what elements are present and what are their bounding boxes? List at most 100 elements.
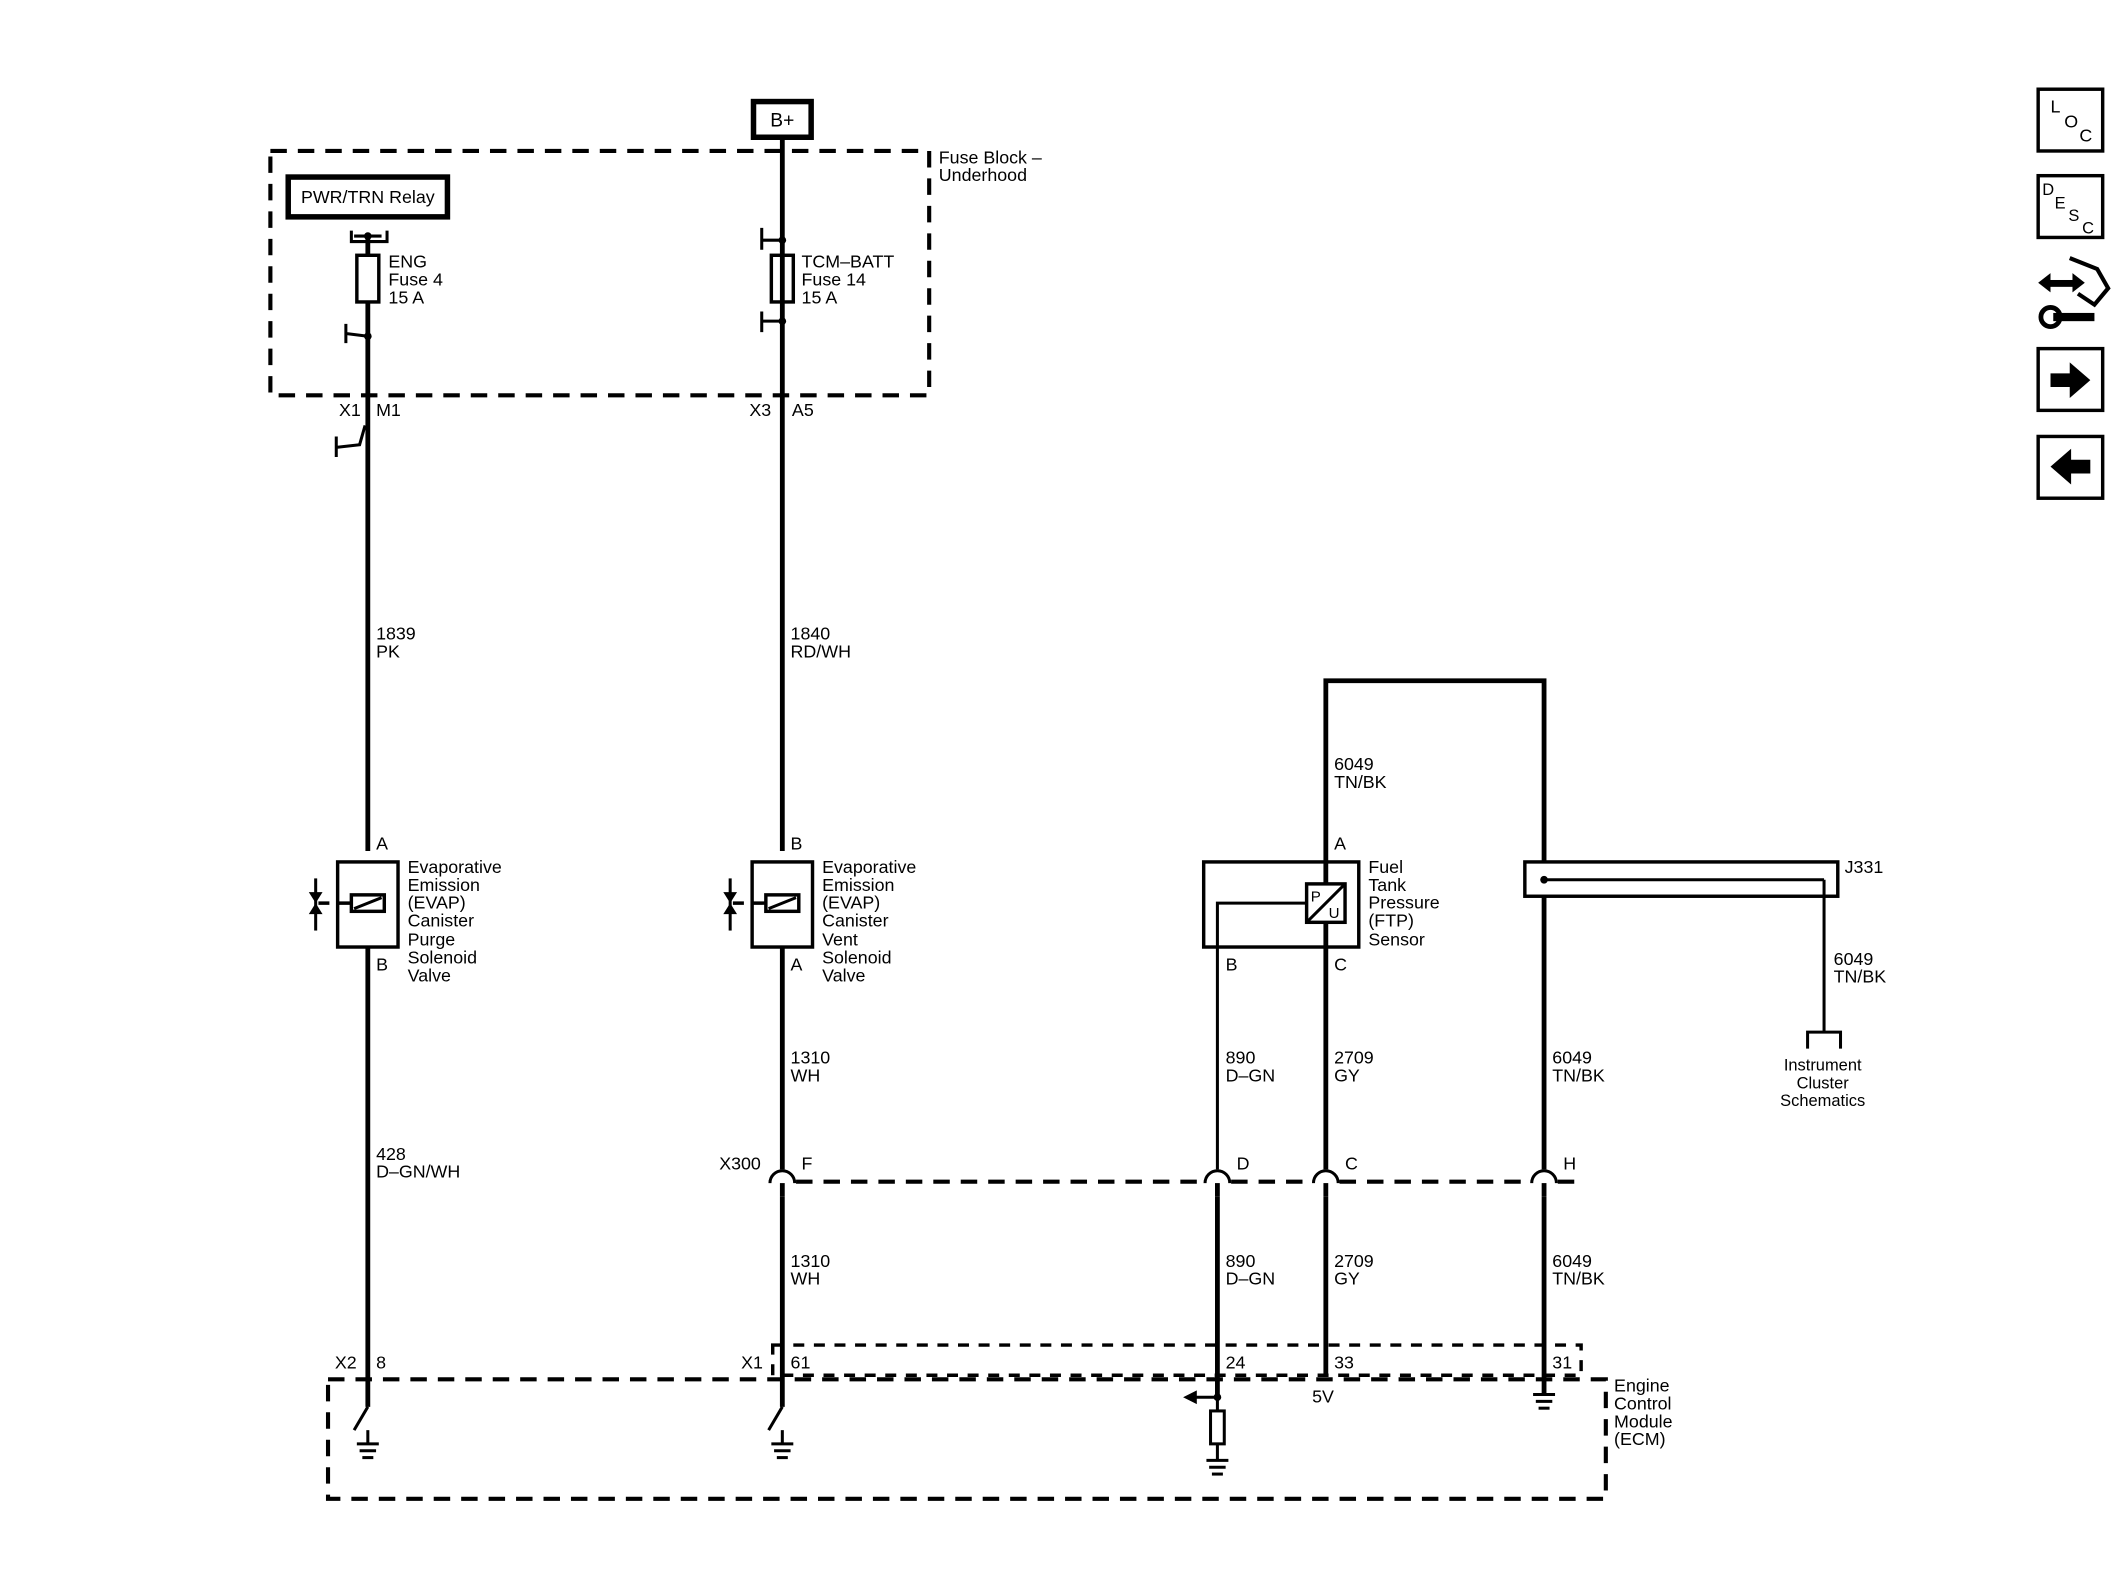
ftp-desc-2: Tank — [1368, 875, 1406, 895]
ecm-purge-driver-ground — [352, 1406, 379, 1460]
ecm-x1-label: X1 — [741, 1352, 763, 1372]
vent-desc-3: (EVAP) — [822, 893, 880, 913]
vent-pin-a: A — [791, 954, 803, 974]
ecm-ftp-signal-input — [1183, 1390, 1229, 1476]
wire-1310-top-num: 1310 — [791, 1048, 831, 1068]
wire-6049-bot-color: TN/BK — [1552, 1269, 1605, 1289]
x300-label: X300 — [719, 1153, 761, 1173]
eng-fuse-number: Fuse 4 — [388, 269, 443, 289]
relay-label: PWR/TRN Relay — [301, 187, 435, 207]
conn-x1-m1-conn: X1 — [339, 400, 361, 420]
location-button[interactable]: L O C — [2036, 87, 2105, 153]
desc-letter-d: D — [2042, 181, 2054, 199]
purge-desc-3: (EVAP) — [408, 893, 466, 913]
wire-6049-loop — [1323, 678, 1547, 1170]
ecm-pin-24: 24 — [1226, 1352, 1246, 1372]
fuse-block-title-2: Underhood — [939, 165, 1027, 185]
ftp-symbol-u: U — [1329, 905, 1340, 922]
vent-desc-4: Canister — [822, 910, 888, 930]
vent-desc-6: Solenoid — [822, 947, 891, 967]
purge-desc-4: Canister — [408, 910, 474, 930]
ftp-pin-c: C — [1334, 954, 1347, 974]
wire-1839-color: PK — [376, 641, 400, 661]
tcm-fuse-rating: 15 A — [802, 287, 838, 307]
ecm-pin-61: 61 — [791, 1352, 811, 1372]
conn-x1-m1-pin: M1 — [376, 400, 401, 420]
vent-desc-2: Emission — [822, 875, 894, 895]
conn-x3-a5-conn: X3 — [749, 400, 771, 420]
vent-desc-7: Valve — [822, 965, 865, 985]
description-button[interactable]: D E S C — [2036, 173, 2105, 240]
tcm-fuse-number: Fuse 14 — [802, 269, 867, 289]
x300-connector — [768, 1169, 1579, 1197]
loc-letter-l: L — [2051, 97, 2061, 117]
ic-schematics-3[interactable]: Schematics — [1780, 1092, 1865, 1110]
eng-fuse-name: ENG — [388, 252, 427, 272]
wire-6049-loop-num: 6049 — [1334, 754, 1374, 774]
purge-pin-b: B — [376, 954, 388, 974]
arrow-left-icon — [2050, 448, 2091, 485]
wire-2709-top-color: GY — [1334, 1066, 1360, 1086]
eng-fuse-rating: 15 A — [388, 287, 424, 307]
b-plus-label: B+ — [770, 110, 794, 131]
pwr-trn-relay: PWR/TRN Relay — [285, 174, 451, 220]
ftp-desc-3: Pressure — [1368, 893, 1439, 913]
ecm-pin-33: 33 — [1334, 1352, 1354, 1372]
ecm-low-reference-ground — [1533, 1392, 1556, 1410]
ecm-pin-31: 31 — [1552, 1352, 1572, 1372]
ftp-pin-b: B — [1226, 954, 1238, 974]
diagnostic-tools-icon[interactable] — [2038, 256, 2111, 330]
ic-schematics-2[interactable]: Cluster — [1797, 1074, 1850, 1092]
wire-6049-loop-color: TN/BK — [1334, 772, 1387, 792]
desc-letter-c: C — [2082, 219, 2094, 237]
wire-2709-bot-num: 2709 — [1334, 1251, 1374, 1271]
x300-pin-f: F — [802, 1153, 813, 1173]
ecm-vent-driver-ground — [767, 1406, 794, 1460]
purge-desc-6: Solenoid — [408, 947, 477, 967]
j331-splice — [1523, 860, 1843, 1049]
ftp-desc-1: Fuel — [1368, 857, 1403, 877]
next-page-button[interactable] — [2036, 346, 2105, 413]
tcm-fuse-name: TCM–BATT — [802, 252, 895, 272]
wire-890-bot-num: 890 — [1226, 1251, 1256, 1271]
wire-890-bot-color: D–GN — [1226, 1269, 1276, 1289]
ftp-desc-4: (FTP) — [1368, 910, 1414, 930]
previous-page-button[interactable] — [2036, 434, 2105, 500]
wire-1840-num: 1840 — [791, 624, 831, 644]
wire-1310-top-color: WH — [791, 1066, 821, 1086]
wire-6049-bot-num: 6049 — [1552, 1251, 1592, 1271]
desc-letter-s: S — [2068, 207, 2079, 225]
vent-desc-1: Evaporative — [822, 857, 916, 877]
wire-6049-ic-color: TN/BK — [1834, 967, 1887, 987]
wire-2709-top-num: 2709 — [1334, 1048, 1374, 1068]
fuse-block-outline — [268, 148, 932, 398]
ftp-sensor — [1201, 850, 1361, 1170]
ftp-desc-5: Sensor — [1368, 930, 1425, 950]
loc-letter-c: C — [2079, 125, 2092, 145]
conn-x2: X2 — [335, 1352, 357, 1372]
wire-890-top-color: D–GN — [1226, 1066, 1276, 1086]
loc-letter-o: O — [2064, 112, 2078, 132]
tcm-batt-fuse — [760, 227, 796, 333]
wire-2709-bot-color: GY — [1334, 1269, 1360, 1289]
wire-6049-mid-num: 6049 — [1552, 1048, 1592, 1068]
purge-desc-7: Valve — [408, 965, 451, 985]
x1-m1-connector-symbol — [334, 425, 367, 458]
eng-fuse — [344, 230, 389, 344]
ecm-x1-connector-outline — [771, 1343, 1583, 1377]
purge-desc-2: Emission — [408, 875, 480, 895]
purge-desc-1: Evaporative — [408, 857, 502, 877]
arrow-right-icon — [2050, 362, 2091, 399]
vent-pin-b: B — [791, 834, 803, 854]
purge-pin-a: A — [376, 834, 388, 854]
vent-desc-5: Vent — [822, 930, 858, 950]
ic-schematics-1[interactable]: Instrument — [1784, 1057, 1862, 1075]
wire-1839-num: 1839 — [376, 624, 416, 644]
purge-solenoid-valve — [308, 860, 400, 949]
ecm-desc-2: Control — [1614, 1394, 1671, 1414]
ecm-outline — [325, 1377, 1608, 1501]
conn-x2-pin: 8 — [376, 1352, 386, 1372]
ecm-desc-4: (ECM) — [1614, 1429, 1666, 1449]
vent-solenoid-valve — [723, 860, 815, 949]
wire-1310-bot-num: 1310 — [791, 1251, 831, 1271]
